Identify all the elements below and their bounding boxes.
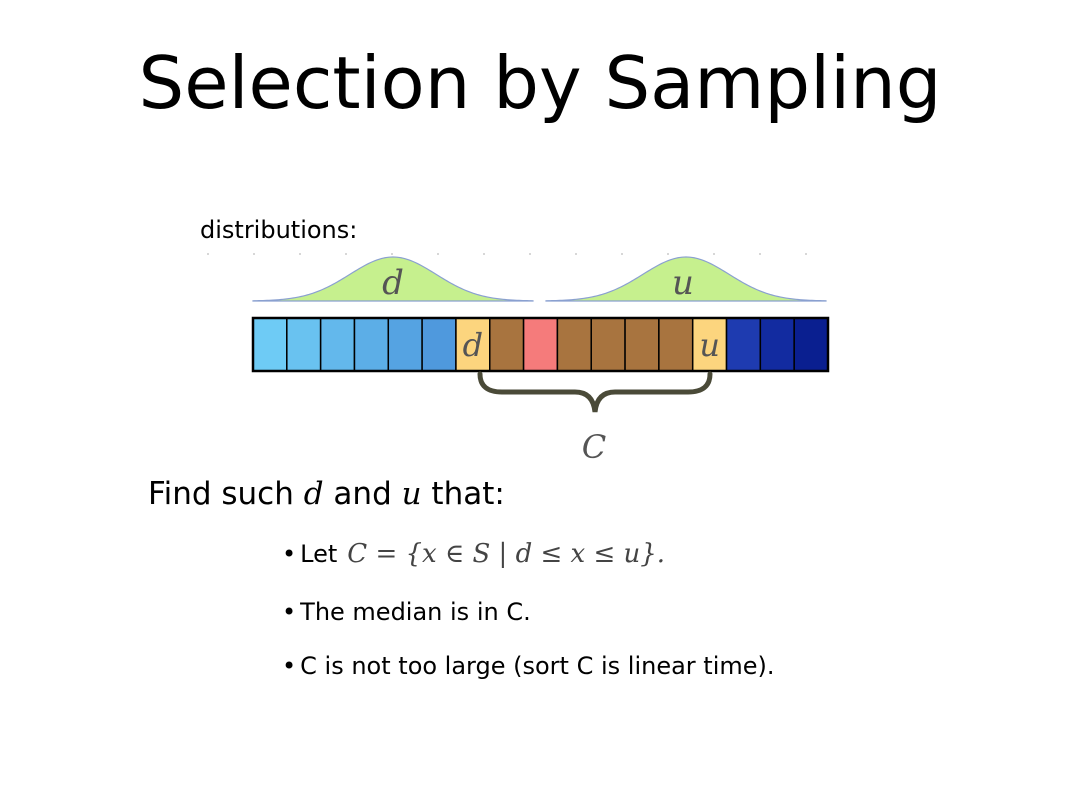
array-cell bbox=[793, 317, 829, 372]
array-cell bbox=[387, 317, 423, 372]
array-cell bbox=[725, 317, 762, 372]
array-cell bbox=[691, 317, 728, 372]
guide-dot bbox=[713, 253, 715, 255]
brace-c bbox=[477, 371, 713, 413]
curve-label-u: u bbox=[672, 263, 694, 303]
distributions-label: distributions: bbox=[200, 216, 358, 244]
array-cell bbox=[759, 317, 795, 372]
set-formula: C = {x ∈ S | d ≤ x ≤ u}. bbox=[347, 539, 665, 569]
slide-title: Selection by Sampling bbox=[138, 41, 942, 125]
bullet-let: •Let C = {x ∈ S | d ≤ x ≤ u}. bbox=[282, 538, 665, 570]
formula-c: C bbox=[347, 539, 368, 569]
bullet-size-text: C is not too large (sort C is linear tim… bbox=[300, 652, 775, 680]
guide-dot bbox=[483, 253, 485, 255]
array-outline bbox=[251, 316, 830, 373]
array-cell bbox=[590, 317, 626, 372]
array-cell-label-d: d bbox=[463, 326, 483, 364]
array-cell bbox=[286, 317, 322, 372]
guide-dot bbox=[299, 253, 301, 255]
bullet-dot: • bbox=[282, 540, 297, 568]
bullet-let-text: Let bbox=[300, 540, 338, 568]
array-cell bbox=[489, 317, 525, 372]
guide-dot bbox=[621, 253, 623, 255]
guide-dot bbox=[391, 253, 393, 255]
guide-dot bbox=[759, 253, 761, 255]
find-and: and bbox=[323, 476, 402, 512]
formula-rest: = {x ∈ S | d ≤ x ≤ u}. bbox=[367, 539, 666, 569]
find-var-d: d bbox=[303, 476, 324, 512]
distribution-curve-u bbox=[545, 256, 827, 302]
find-suffix: that: bbox=[421, 476, 505, 512]
guide-dot bbox=[529, 253, 531, 255]
guide-dot bbox=[805, 253, 807, 255]
find-prefix: Find such bbox=[148, 476, 304, 512]
array-cell bbox=[556, 317, 592, 372]
array-cell bbox=[624, 317, 660, 372]
guide-dot bbox=[667, 253, 669, 255]
distribution-curve-d bbox=[252, 256, 534, 302]
bullet-median-text: The median is in C. bbox=[300, 598, 531, 626]
bullet-median: •The median is in C. bbox=[282, 596, 531, 628]
guide-dot bbox=[437, 253, 439, 255]
brace-label-c: C bbox=[582, 428, 606, 466]
bullet-dot: • bbox=[282, 652, 297, 680]
array-cell bbox=[658, 317, 694, 372]
find-var-u: u bbox=[401, 476, 422, 512]
guide-dot bbox=[345, 253, 347, 255]
find-statement: Find such d and u that: bbox=[148, 474, 505, 514]
array-cell bbox=[252, 317, 288, 372]
array-cell-label-u: u bbox=[699, 326, 720, 364]
array-cell bbox=[319, 317, 356, 372]
array-cell bbox=[353, 317, 390, 372]
guide-dot bbox=[253, 253, 255, 255]
curve-label-d: d bbox=[382, 263, 404, 303]
dotted-guide bbox=[207, 253, 807, 255]
guide-dot bbox=[575, 253, 577, 255]
bullet-size: •C is not too large (sort C is linear ti… bbox=[282, 650, 775, 682]
bullet-dot: • bbox=[282, 598, 297, 626]
array-cell bbox=[421, 317, 457, 372]
array-cell bbox=[522, 317, 559, 372]
guide-dot bbox=[207, 253, 209, 255]
